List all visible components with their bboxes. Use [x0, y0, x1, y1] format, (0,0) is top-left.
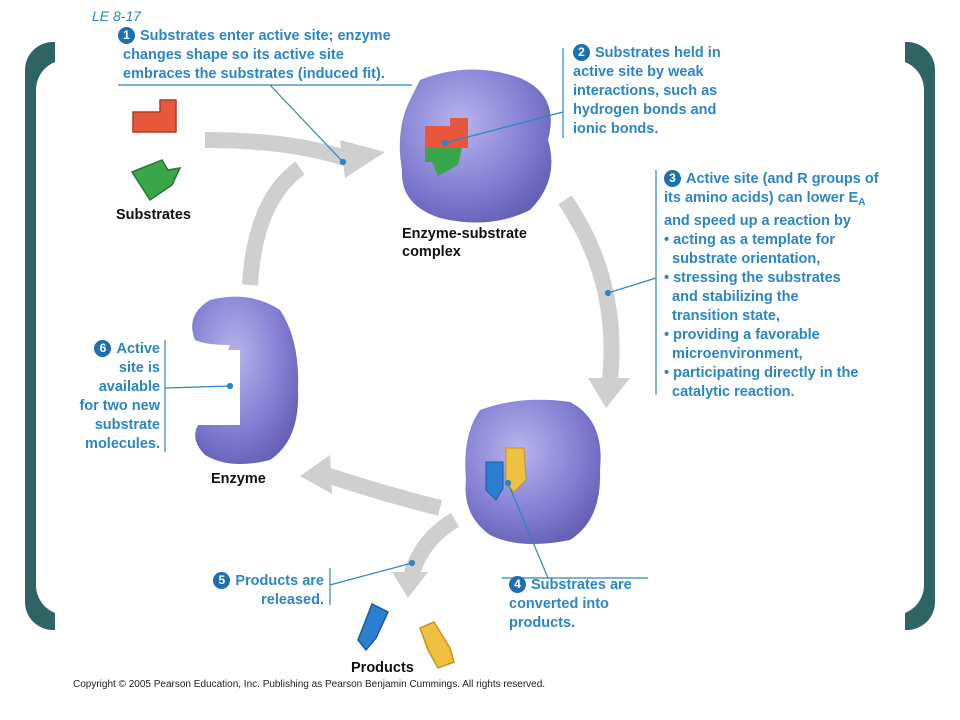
step-2-line-1: Substrates held in: [595, 45, 721, 61]
arrowhead-bottom: [392, 572, 428, 598]
step-1-callout: 1 Substrates enter active site; enzyme cha…: [118, 27, 391, 84]
arrow-substrates-to-complex: [204, 132, 348, 166]
step-4-callout: 4 Substrates are converted into products.: [509, 576, 632, 633]
substrate-red: [132, 99, 177, 133]
complex-label: Enzyme-substrate complex: [402, 226, 527, 260]
product-yellow: [419, 621, 455, 669]
step-3-line-3: and speed up a reaction by: [664, 213, 851, 229]
step-6-line-5: substrate: [94, 417, 160, 433]
arrowhead-right: [588, 378, 630, 408]
step-3-line-9: • providing a favorable: [664, 327, 820, 343]
step-2-number: 2: [573, 44, 590, 61]
step-3-subscript: A: [858, 197, 866, 208]
enzyme-substrate-complex: [399, 69, 552, 223]
step-3-line-10: microenvironment,: [664, 346, 803, 362]
arrowhead-left: [300, 455, 332, 494]
step-4-line-1: Substrates are: [531, 577, 632, 593]
step-1-line-2: changes shape so its active site: [123, 47, 344, 63]
callout-lines: [118, 48, 657, 605]
copyright-notice: Copyright © 2005 Pearson Education, Inc.…: [73, 679, 546, 690]
step-3-line-2: its amino acids) can lower E: [664, 190, 859, 206]
step-3-line-7: and stabilizing the: [664, 289, 799, 305]
arrow-heads: [300, 140, 630, 598]
step-1-line-1: Substrates enter active site; enzyme: [140, 28, 391, 44]
step-2-callout: 2 Substrates held in active site by weak in…: [573, 44, 721, 139]
enzyme-label: Enzyme: [211, 471, 266, 487]
step-6-number: 6: [94, 340, 112, 357]
step-6-line-4: for two new: [79, 398, 160, 414]
step-6-line-2: site is: [118, 360, 160, 376]
substrates-label: Substrates: [116, 207, 191, 223]
slide-label: LE 8-17: [92, 8, 142, 24]
step-3-line-11: • participating directly in the: [664, 365, 859, 381]
step-3-number: 3: [664, 170, 681, 187]
slide-frame: [25, 0, 935, 720]
step-2-line-5: ionic bonds.: [573, 121, 659, 137]
step-3-line-5: substrate orientation,: [664, 251, 821, 267]
step-3-callout: 3 Active site (and R groups of its amino a…: [664, 170, 879, 402]
step-1-line-3: embraces the substrates (induced fit).: [123, 66, 385, 82]
step-6-line-3: available: [98, 379, 160, 395]
arrow-enzyme-to-top: [242, 161, 305, 286]
step-3-line-12: catalytic reaction.: [664, 384, 795, 400]
enzyme-product-complex: [465, 399, 601, 544]
step-3-line-4: • acting as a template for: [664, 232, 836, 248]
step-5-line-1: Products are: [235, 573, 324, 589]
step-3-line-8: transition state,: [664, 308, 781, 324]
products-label: Products: [351, 660, 414, 676]
substrate-green: [130, 159, 182, 202]
arrow-complex-to-step4: [558, 195, 620, 381]
step-2-line-4: hydrogen bonds and: [573, 102, 717, 118]
step-6-line-6: molecules.: [85, 436, 160, 452]
step-3-line-6: • stressing the substrates: [664, 270, 841, 286]
step-4-line-2: converted into: [509, 596, 609, 612]
step-4-line-3: products.: [509, 615, 576, 631]
step-3-line-1: Active site (and R groups of: [686, 171, 879, 187]
step-2-line-3: interactions, such as: [573, 83, 718, 99]
step-4-number: 4: [509, 576, 526, 593]
product-blue: [357, 602, 389, 652]
step-5-line-2: released.: [261, 592, 324, 608]
step-1-number: 1: [118, 27, 135, 44]
enzyme-shape: [192, 296, 299, 464]
step-6-line-1: Active: [116, 341, 160, 357]
step-2-line-2: active site by weak: [573, 64, 704, 80]
arrowhead-top: [340, 140, 385, 178]
step-5-number: 5: [213, 572, 231, 589]
